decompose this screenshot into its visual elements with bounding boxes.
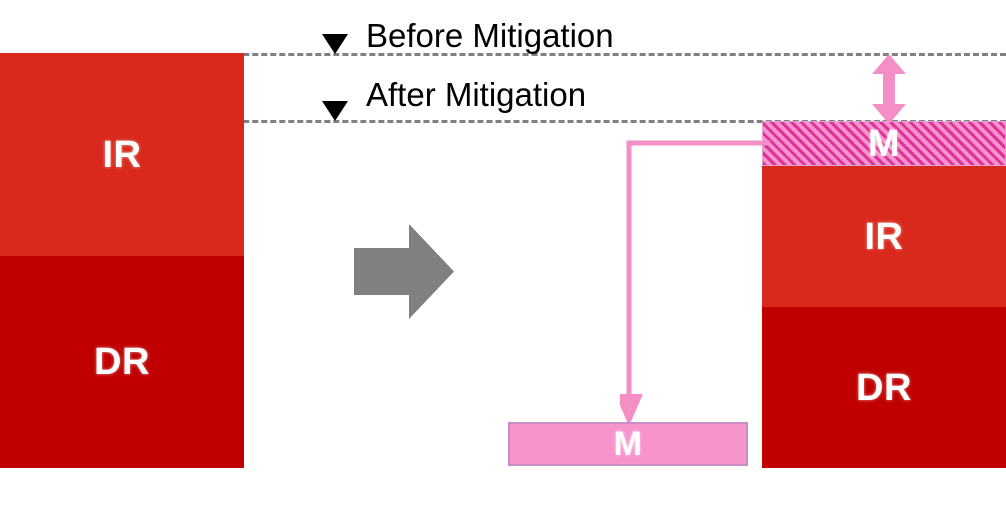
legend-label-after-mitigation: After Mitigation bbox=[366, 76, 587, 113]
bar-segment-after-direct-risk: DR bbox=[762, 307, 1006, 468]
bar-segment-after-mitigation: M bbox=[762, 121, 1006, 166]
mitigation-bar: M bbox=[508, 422, 748, 466]
bar-segment-label-m: M bbox=[867, 122, 901, 165]
legend-label-before-mitigation: Before Mitigation bbox=[366, 17, 614, 54]
down-triangle-icon-after-mitigation bbox=[322, 101, 348, 121]
bar-segment-label-dr: DR bbox=[856, 366, 912, 409]
mitigation-bar-label: M bbox=[613, 425, 643, 463]
bar-segment-before-inherent-risk: IR bbox=[0, 53, 244, 256]
bar-segment-label-dr: DR bbox=[94, 341, 150, 383]
bar-segment-before-direct-risk: DR bbox=[0, 256, 244, 468]
bar-segment-after-inherent-risk: IR bbox=[762, 166, 1006, 307]
bar-segment-label-ir: IR bbox=[102, 133, 142, 176]
transition-arrow-icon bbox=[354, 224, 454, 319]
mitigation-transfer-arrow-icon bbox=[620, 140, 770, 426]
reference-line-before-mitigation bbox=[0, 53, 1006, 56]
bar-segment-label-ir: IR bbox=[864, 215, 904, 258]
down-triangle-icon-before-mitigation bbox=[322, 34, 348, 54]
risk-reduction-double-arrow-icon bbox=[872, 54, 906, 124]
reference-line-after-mitigation bbox=[0, 120, 1006, 123]
